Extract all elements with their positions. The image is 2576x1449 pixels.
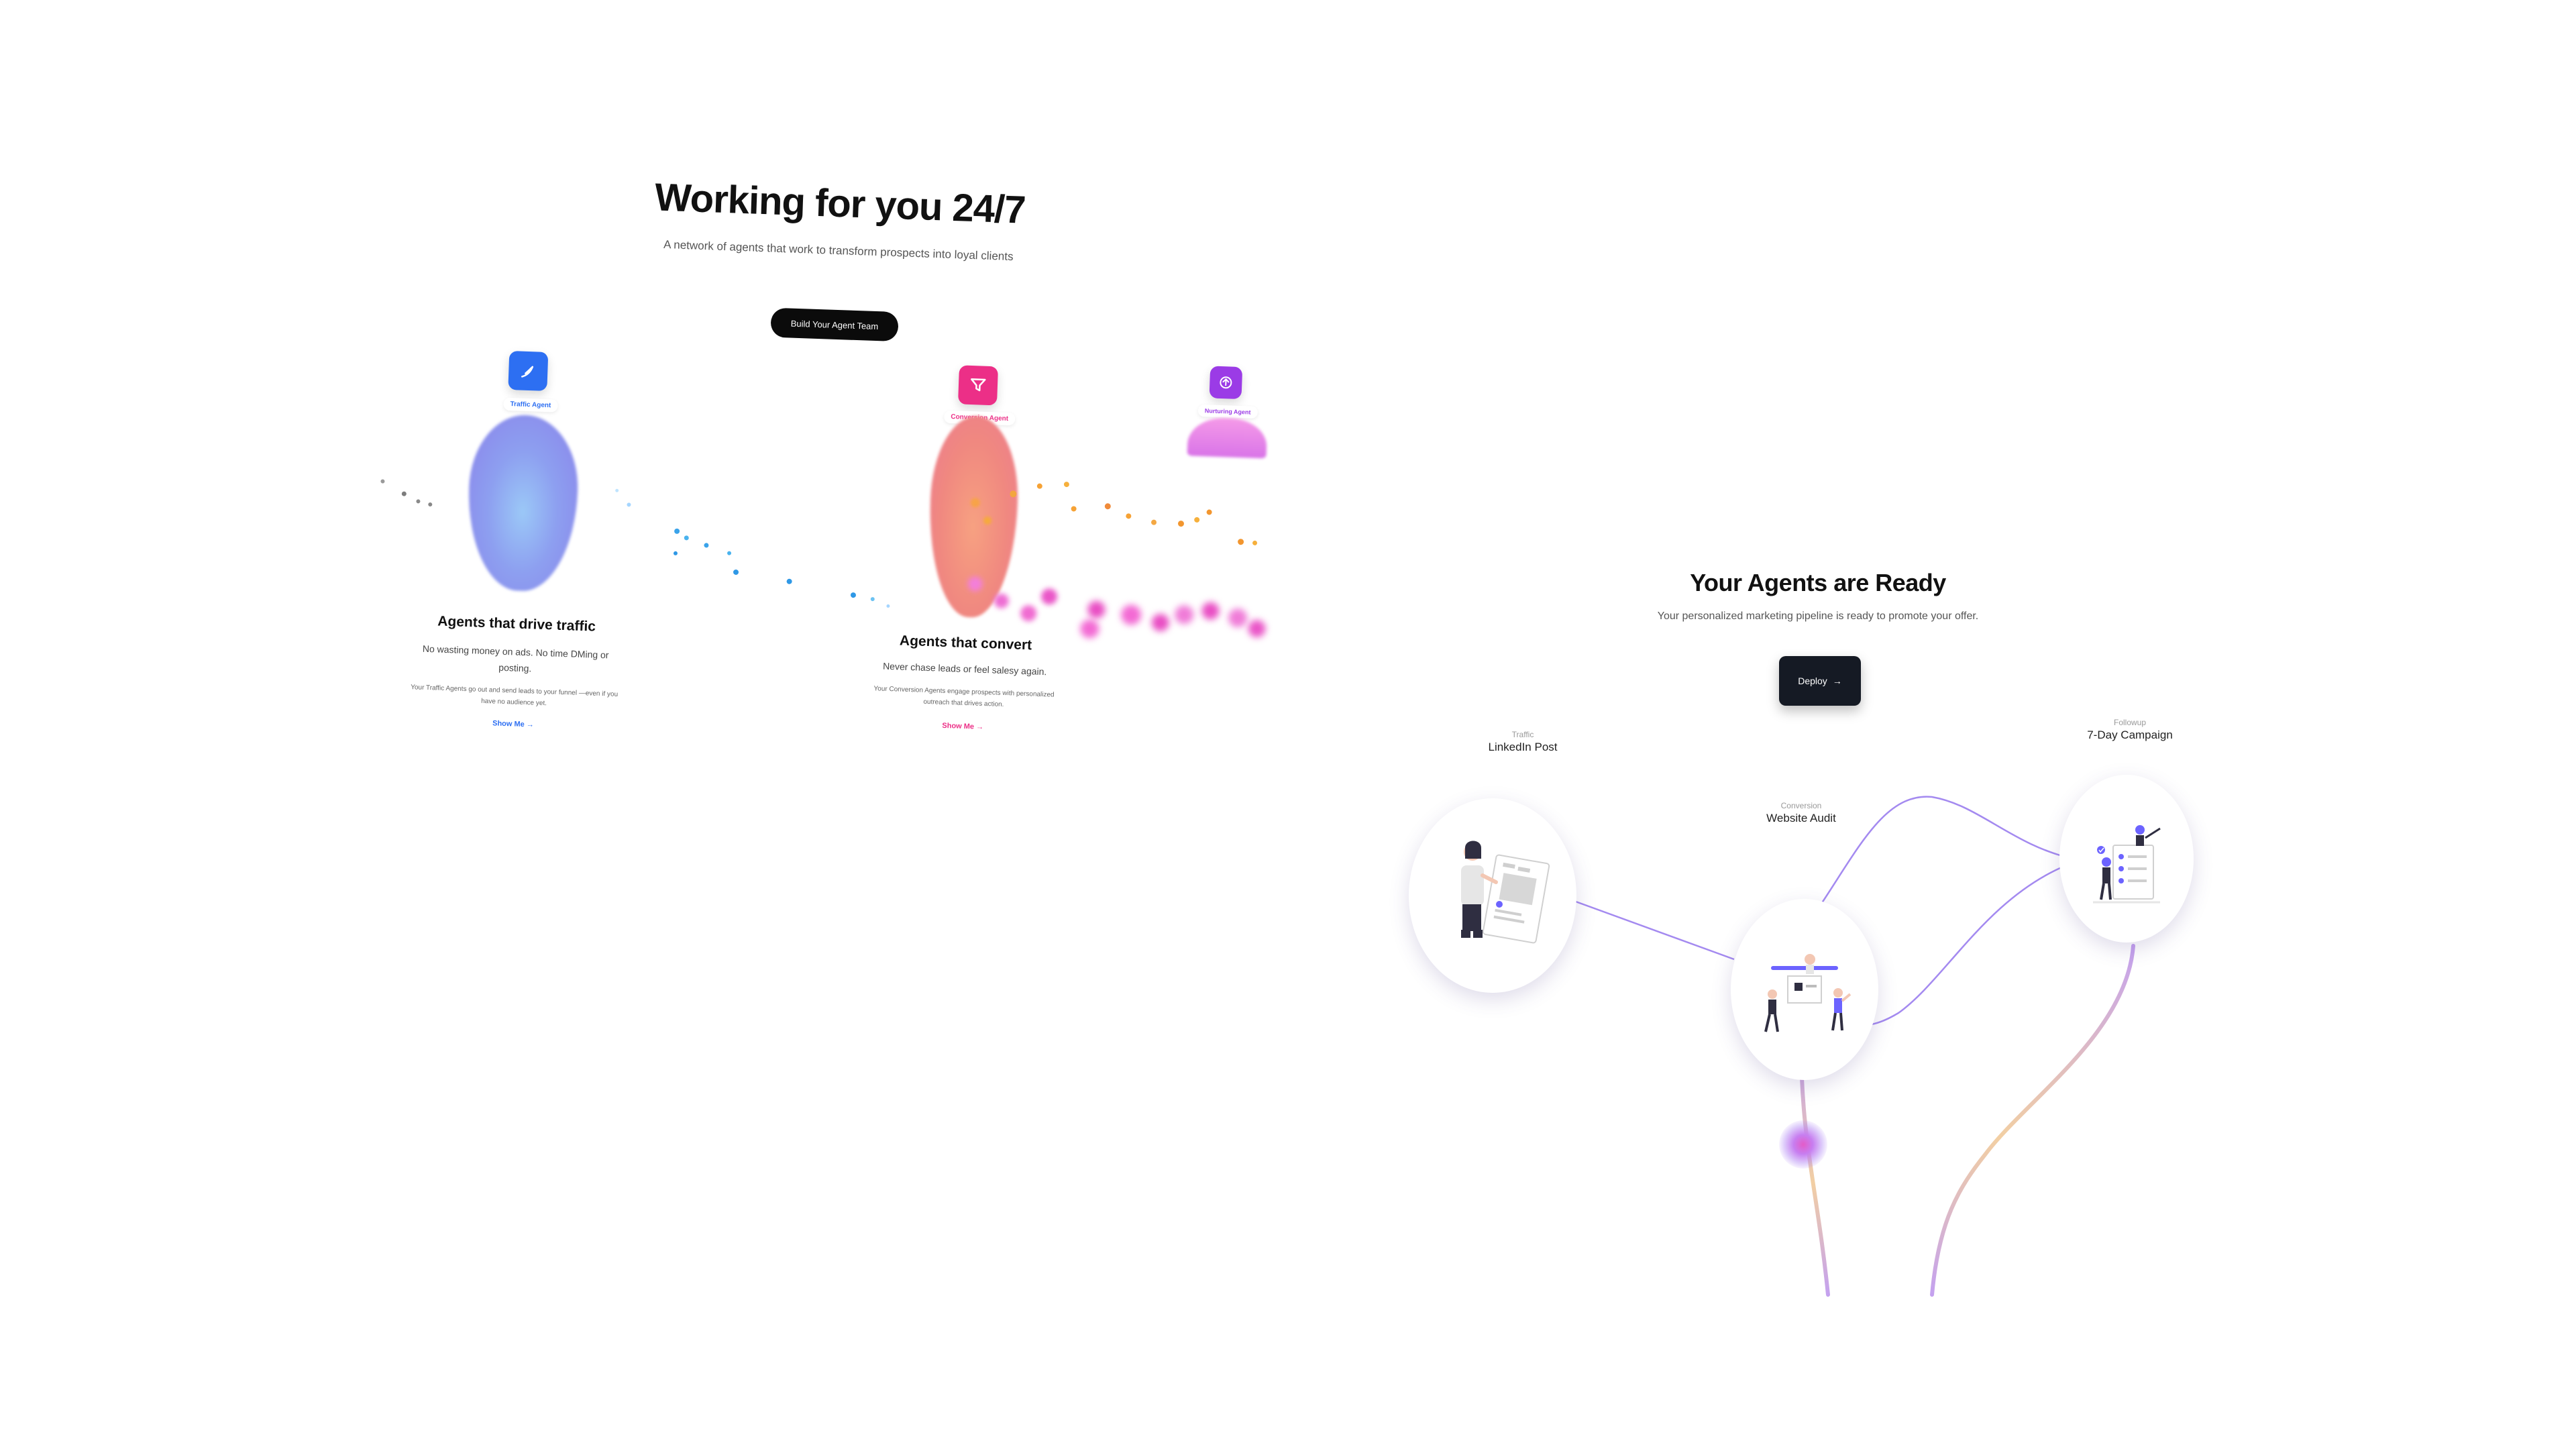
traffic-agent-icon — [508, 350, 549, 391]
hero-title: Working for you 24/7 — [654, 175, 1026, 232]
person-reading-illustration — [1461, 841, 1550, 944]
traffic-show-me-link[interactable]: Show Me → — [492, 719, 534, 729]
particle — [1120, 604, 1142, 626]
particle — [1104, 503, 1111, 510]
particle — [615, 488, 619, 492]
nurturing-agent-blob — [1187, 417, 1268, 459]
particle — [1177, 520, 1185, 527]
node-caption-conversion: Conversion Website Audit — [1721, 801, 1882, 825]
particle — [627, 502, 631, 507]
deploy-label: Deploy — [1798, 676, 1827, 686]
build-agent-team-button[interactable]: Build Your Agent Team — [770, 307, 899, 342]
particle — [727, 551, 732, 555]
particle — [401, 491, 407, 496]
node-caption-followup: Followup 7-Day Campaign — [2049, 718, 2210, 742]
arrow-right-icon: → — [1832, 676, 1842, 686]
deploy-button[interactable]: Deploy → — [1779, 656, 1861, 706]
connector-followup-loop — [1930, 944, 2135, 1297]
conversion-card-text: Never chase leads or feel salesy again. — [882, 660, 1047, 678]
particle — [684, 535, 689, 541]
particle — [674, 528, 680, 534]
pipeline-connectors — [1568, 796, 2135, 1297]
traffic-card-text: No wasting money on ads. No time DMing o… — [422, 643, 609, 674]
campaign-checklist-illustration — [2093, 825, 2161, 904]
particle — [733, 569, 739, 576]
particle — [1036, 483, 1042, 489]
connector-traffic-conversion — [1568, 898, 1735, 961]
particle — [886, 604, 890, 608]
particle — [380, 479, 385, 484]
particle — [1040, 588, 1058, 605]
particle — [1151, 613, 1170, 632]
particle — [1020, 604, 1037, 622]
particle — [416, 499, 421, 504]
node-category: Conversion — [1780, 801, 1822, 810]
particle — [704, 543, 709, 548]
traffic-card-detail: Your Traffic Agents go out and send lead… — [411, 684, 619, 708]
particle — [1150, 519, 1157, 525]
conversion-agent-icon — [957, 365, 998, 406]
traffic-agent-blob — [465, 413, 580, 593]
particle — [1071, 506, 1077, 512]
particle — [1201, 602, 1220, 621]
pipeline-title: Your Agents are Ready — [1690, 569, 1946, 596]
node-linkedin-post[interactable] — [1409, 798, 1576, 993]
conversion-show-me-link[interactable]: Show Me → — [942, 721, 984, 731]
particle — [1063, 481, 1070, 488]
particle — [1079, 619, 1099, 639]
node-name: LinkedIn Post — [1488, 741, 1558, 753]
particle — [994, 593, 1010, 609]
particle — [850, 592, 857, 598]
particle — [428, 502, 433, 507]
connector-conversion-loop — [1799, 1044, 1830, 1297]
particle — [673, 551, 678, 555]
agents-overview-panel: Working for you 24/7 A network of agents… — [357, 165, 1290, 814]
particle — [1087, 600, 1106, 619]
nurturing-agent-tag: Nurturing Agent — [1197, 404, 1258, 419]
connector-conversion-followup — [1800, 796, 2074, 933]
nurturing-agent-icon — [1209, 366, 1243, 400]
traffic-card-title: Agents that drive traffic — [437, 613, 596, 635]
pipeline-ready-panel: Your Agents are Ready Your personalized … — [1409, 550, 2281, 1315]
node-name: Website Audit — [1766, 812, 1836, 824]
node-website-audit[interactable] — [1731, 899, 1878, 1080]
particle — [870, 596, 875, 602]
particle — [1194, 517, 1200, 523]
particle — [1174, 604, 1194, 625]
node-7-day-campaign[interactable] — [2059, 775, 2194, 943]
conversion-card-title: Agents that convert — [899, 633, 1032, 653]
particle — [1248, 619, 1267, 638]
node-category: Traffic — [1511, 730, 1534, 739]
pipeline-subtitle: Your personalized marketing pipeline is … — [1657, 610, 1979, 622]
conversion-card-detail: Your Conversion Agents engage prospects … — [873, 685, 1055, 709]
particle — [786, 578, 792, 584]
pulse-indicator — [1779, 1120, 1827, 1169]
node-caption-traffic: Traffic LinkedIn Post — [1442, 730, 1603, 754]
particle — [1206, 509, 1212, 515]
node-category: Followup — [2113, 718, 2147, 727]
particle — [1126, 513, 1132, 519]
node-name: 7-Day Campaign — [2087, 729, 2173, 741]
team-audit-illustration — [1764, 954, 1851, 1032]
particle — [1252, 540, 1258, 546]
particle — [1237, 539, 1244, 545]
traffic-agent-tag: Traffic Agent — [503, 397, 558, 413]
particle — [1228, 608, 1248, 628]
